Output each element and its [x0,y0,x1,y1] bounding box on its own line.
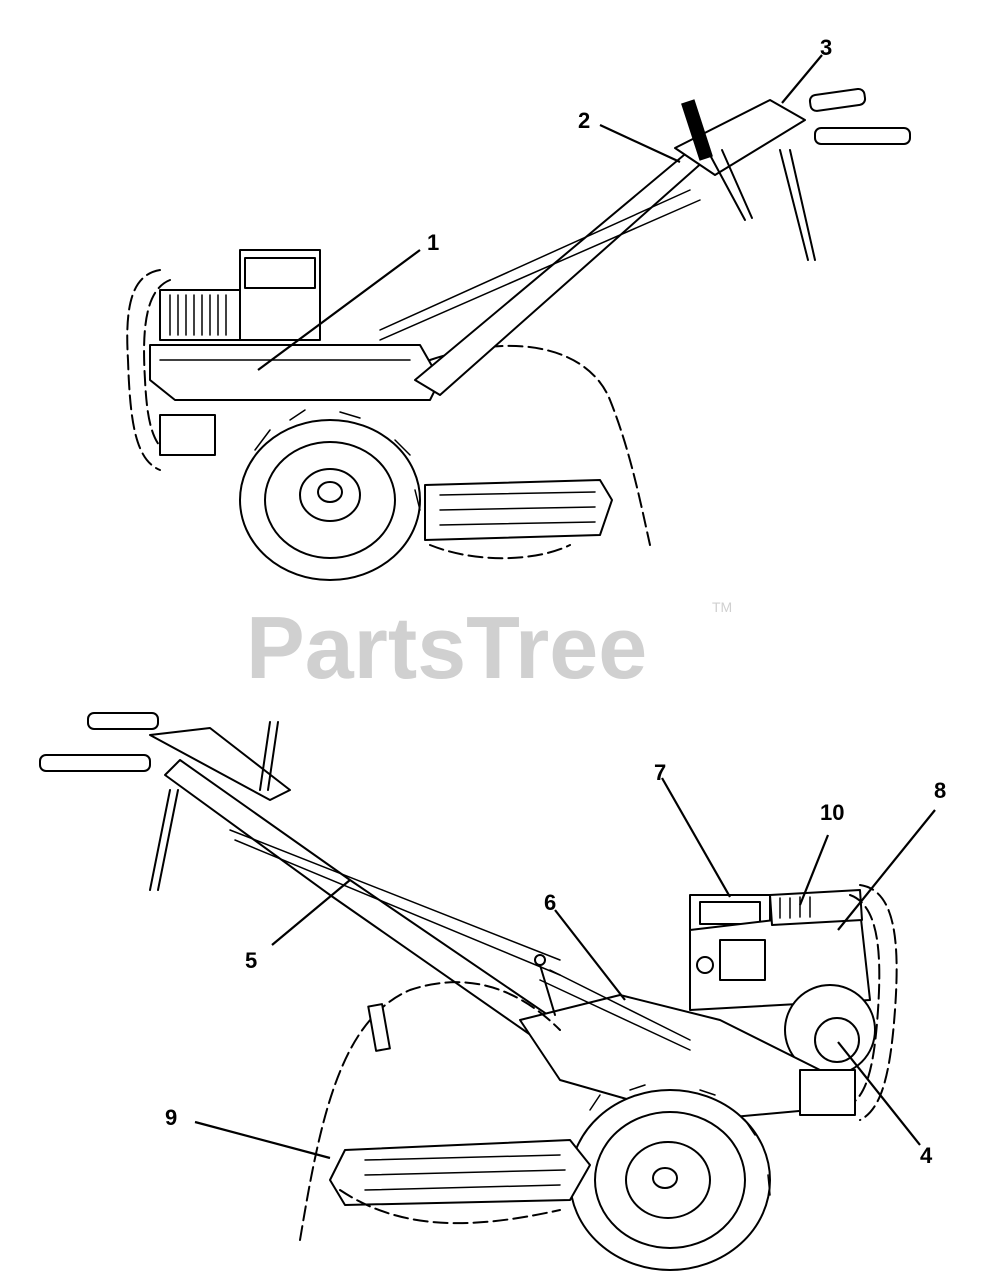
callout-7: 7 [654,760,666,785]
callout-6: 6 [544,890,556,915]
top-tiller-illustration [126,87,911,581]
callout-3: 3 [820,35,832,60]
callout-10: 10 [820,800,844,825]
callout-9: 9 [165,1105,177,1130]
watermark-text: PartsTree [246,598,647,697]
bottom-tiller-illustration [39,712,898,1271]
callout-2: 2 [578,108,590,133]
partstree-watermark: PartsTree TM [246,598,732,697]
callout-labels: 1 2 3 4 5 6 7 8 9 10 [165,35,946,1168]
watermark-trademark: TM [712,599,732,615]
callout-4: 4 [920,1143,933,1168]
callout-8: 8 [934,778,946,803]
callout-5: 5 [245,948,257,973]
leader-lines [194,54,936,1160]
callout-1: 1 [427,230,439,255]
